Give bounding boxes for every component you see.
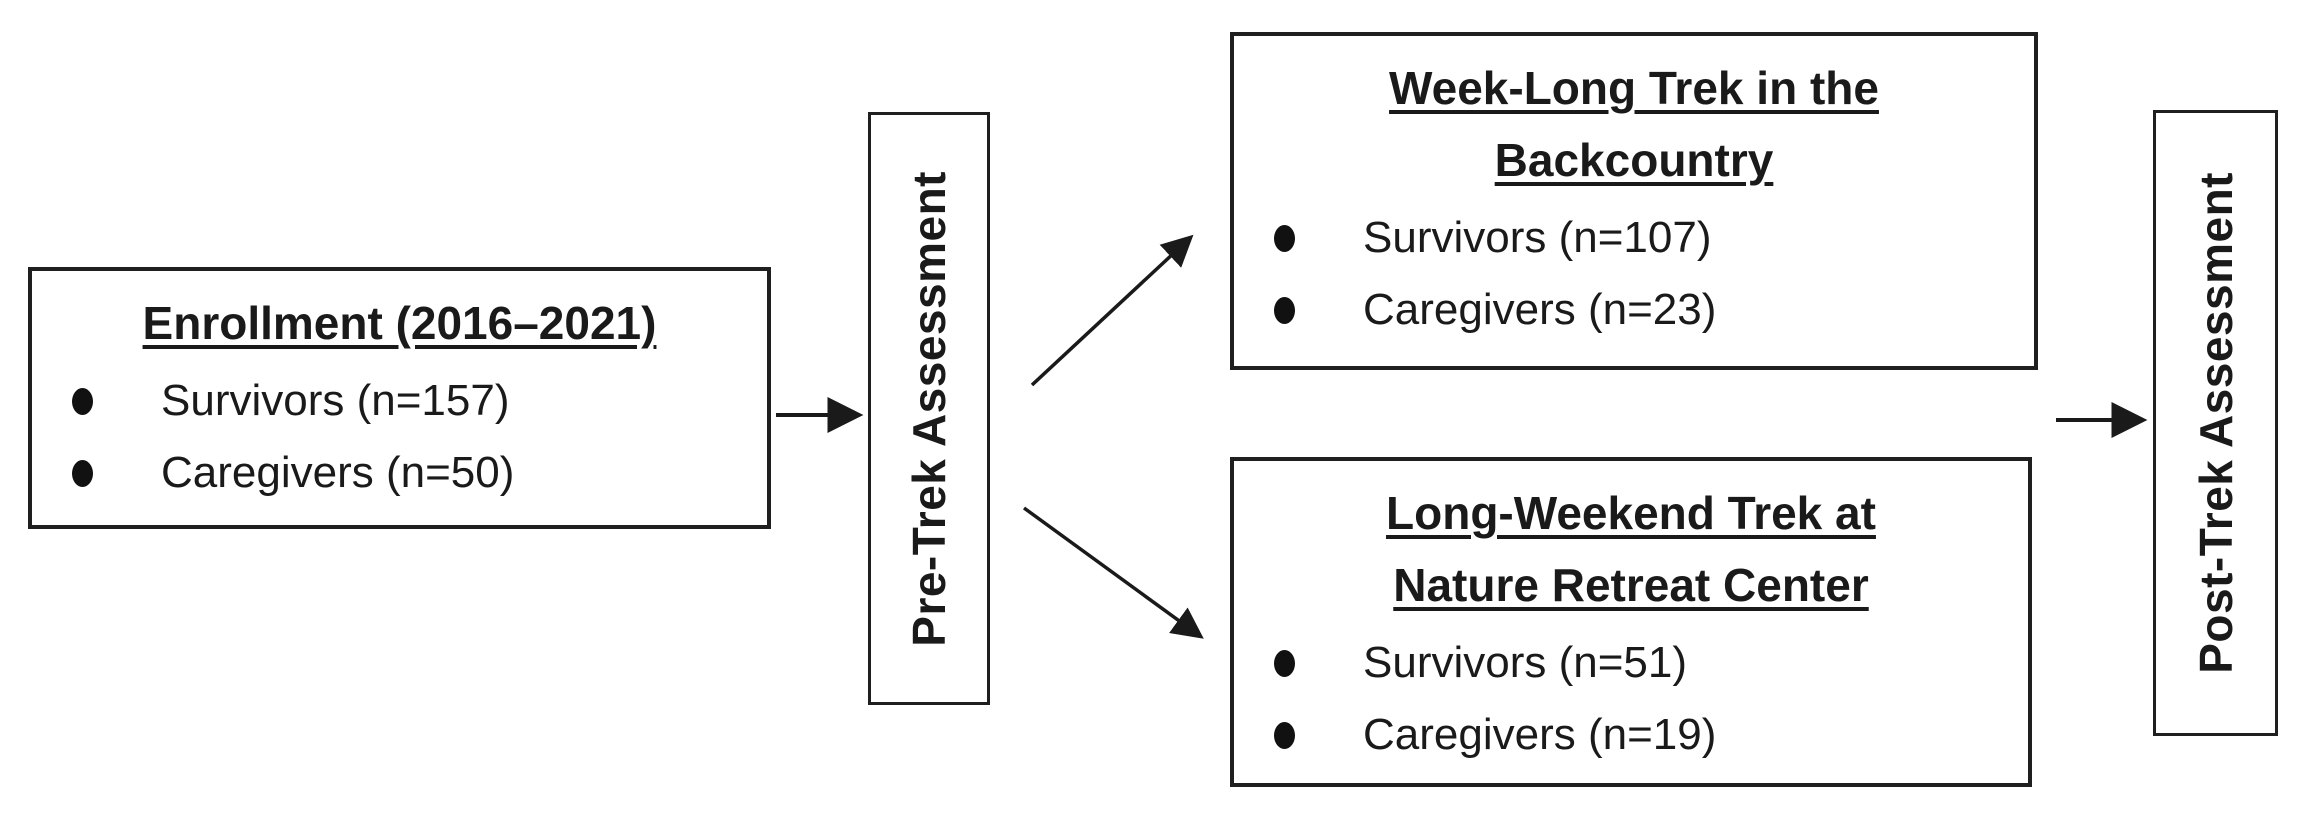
list-item: Survivors (n=51) (1274, 627, 2028, 699)
week-long-trek-title-line1: Week-Long Trek in the (1389, 62, 1879, 114)
list-item: Caregivers (n=19) (1274, 699, 2028, 771)
bullet-dot (1274, 296, 1295, 324)
bullet-dot (1274, 721, 1295, 749)
long-weekend-trek-title: Long-Weekend Trek at Nature Retreat Cent… (1234, 477, 2028, 621)
arrow-pretrek-to-longweekend (1022, 506, 1204, 639)
week-long-caregivers-count: Caregivers (n=23) (1363, 285, 1717, 334)
long-weekend-trek-box: Long-Weekend Trek at Nature Retreat Cent… (1230, 457, 2032, 787)
long-weekend-caregivers-count: Caregivers (n=19) (1363, 710, 1717, 759)
enrollment-survivors-count: Survivors (n=157) (161, 376, 510, 425)
enrollment-bullet-list: Survivors (n=157) Caregivers (n=50) (32, 365, 767, 509)
week-long-survivors-count: Survivors (n=107) (1363, 213, 1712, 262)
list-item: Survivors (n=157) (72, 365, 767, 437)
week-long-trek-box: Week-Long Trek in the Backcountry Surviv… (1230, 32, 2038, 370)
bullet-dot (72, 387, 93, 415)
bullet-dot (1274, 224, 1295, 252)
post-trek-assessment-label: Post-Trek Assessment (2189, 172, 2242, 674)
post-trek-assessment-box: Post-Trek Assessment (2153, 110, 2278, 736)
long-weekend-survivors-count: Survivors (n=51) (1363, 638, 1688, 687)
long-weekend-trek-bullet-list: Survivors (n=51) Caregivers (n=19) (1234, 627, 2028, 771)
week-long-trek-title: Week-Long Trek in the Backcountry (1234, 52, 2034, 196)
pre-trek-assessment-label: Pre-Trek Assessment (903, 170, 955, 647)
enrollment-title-text: Enrollment (2016–2021) (142, 297, 657, 349)
list-item: Caregivers (n=50) (72, 437, 767, 509)
enrollment-box: Enrollment (2016–2021) Survivors (n=157)… (28, 267, 771, 529)
list-item: Survivors (n=107) (1274, 202, 2034, 274)
enrollment-title: Enrollment (2016–2021) (32, 291, 767, 355)
long-weekend-trek-title-line2: Nature Retreat Center (1393, 559, 1869, 611)
arrow-pretrek-to-weeklong (1030, 234, 1194, 387)
enrollment-caregivers-count: Caregivers (n=50) (161, 448, 515, 497)
long-weekend-trek-title-line1: Long-Weekend Trek at (1386, 487, 1876, 539)
bullet-dot (1274, 649, 1295, 677)
week-long-trek-bullet-list: Survivors (n=107) Caregivers (n=23) (1234, 202, 2034, 346)
week-long-trek-title-line2: Backcountry (1494, 134, 1774, 186)
list-item: Caregivers (n=23) (1274, 274, 2034, 346)
pre-trek-assessment-box: Pre-Trek Assessment (868, 112, 990, 705)
bullet-dot (72, 459, 93, 487)
